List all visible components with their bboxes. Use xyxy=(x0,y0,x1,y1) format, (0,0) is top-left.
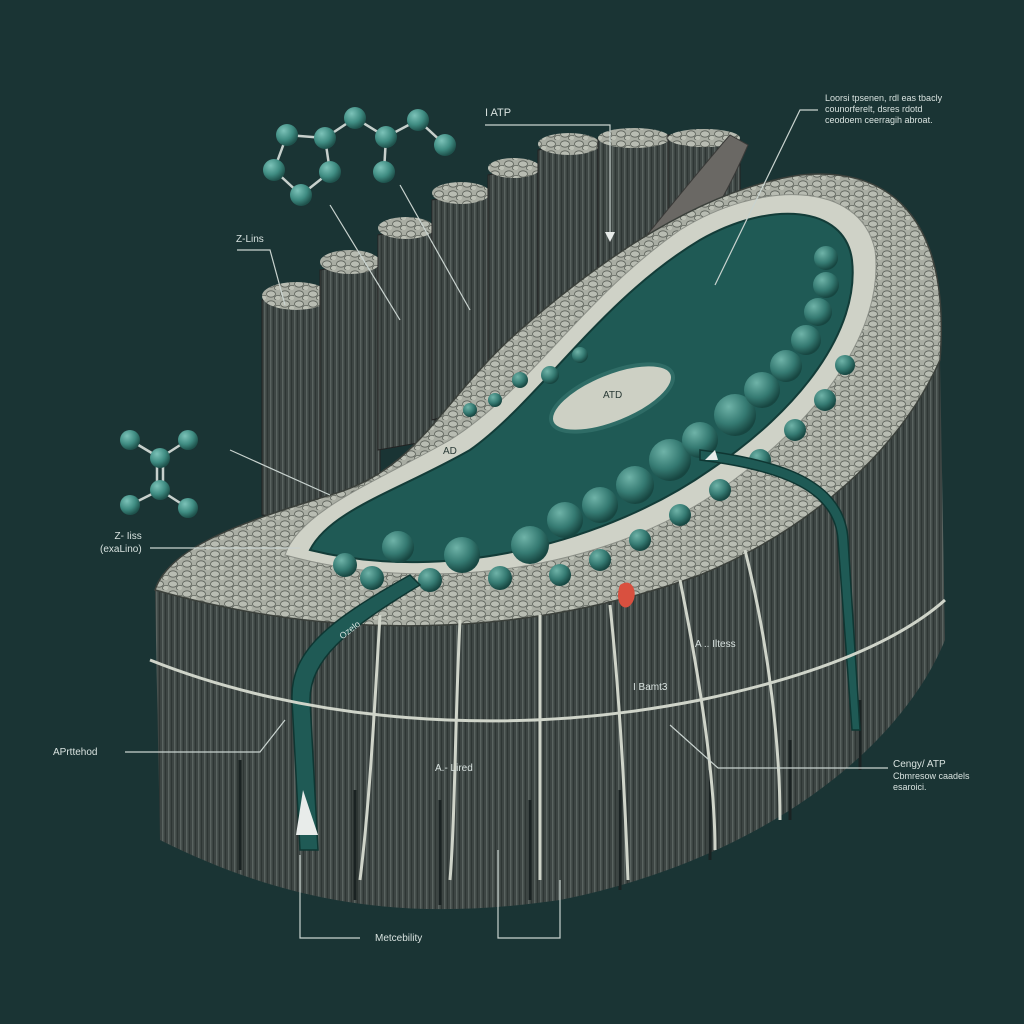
label-inner-atp: ATD xyxy=(603,390,623,401)
label-z-lines-top: Z-Lins xyxy=(236,234,264,245)
fiber-slab-side xyxy=(155,360,945,910)
energy-line-2: Cbmresow caadels xyxy=(893,771,970,781)
red-accent-marker xyxy=(617,582,635,608)
label-i-bands: I Bamt3 xyxy=(633,682,668,693)
teal-pathway-left xyxy=(291,574,422,851)
organelle-chain xyxy=(333,246,855,592)
label-inner-ad: AD xyxy=(443,446,457,457)
energy-line-1: Cengy/ ATP xyxy=(893,759,946,770)
label-bottom: Metcebility xyxy=(375,933,423,944)
teal-pathway-right xyxy=(699,449,861,731)
z-lines-left-line-1: Z- Iiss xyxy=(114,531,142,542)
fiber-gaps xyxy=(238,700,862,905)
ring-molecule-icon xyxy=(263,107,456,206)
note-line-3: ceodoem ceerragih abroat. xyxy=(825,115,933,125)
energy-line-3: esaroici. xyxy=(893,782,927,792)
leader-lines xyxy=(125,109,888,939)
label-a-lines-lower: A.- Lired xyxy=(435,763,473,774)
note-line-2: counorferelt, dsres rdotd xyxy=(825,104,923,114)
pathway-arrow-up-icon xyxy=(296,790,318,835)
note-line-1: Loorsi tpsenen, rdl eas tbacly xyxy=(825,93,943,103)
label-top-atp: I ATP xyxy=(485,107,512,119)
label-top-right-note: Loorsi tpsenen, rdl eas tbacly counorfer… xyxy=(825,93,942,126)
label-left-bottom: APrttehod xyxy=(53,747,98,758)
sarcomere-bands xyxy=(149,549,946,881)
label-a-lines: A .. Iltess xyxy=(695,639,736,650)
atp-arrow-down-icon xyxy=(605,232,615,242)
pathway-arrow-in-icon xyxy=(705,450,718,460)
label-z-lines-left: Z- Iiss (exaLino) xyxy=(100,530,142,556)
atp-vesicle xyxy=(549,362,675,434)
label-energy-atp: Cengy/ ATP Cbmresow caadels esaroici. xyxy=(893,758,970,793)
z-lines-left-line-2: (exaLino) xyxy=(100,544,142,555)
ethylene-molecule-icon xyxy=(120,430,198,518)
